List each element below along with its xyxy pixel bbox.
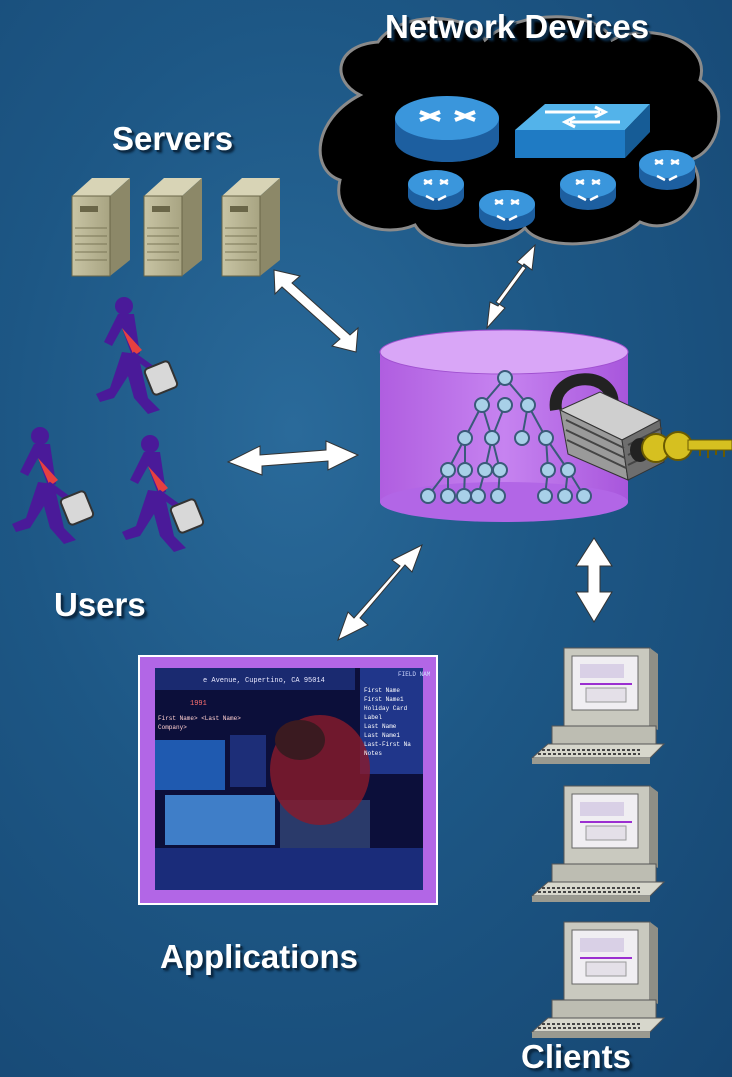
screen-field-0: First Name (364, 687, 400, 694)
screen-text-field-header: FIELD NAM (398, 671, 431, 678)
server-icon (221, 177, 281, 277)
screen-text-left1: 1991 (190, 700, 207, 708)
router-icon (477, 188, 537, 232)
applications-label: Applications (160, 938, 359, 975)
users-label: Users (54, 586, 146, 623)
screen-field-2: Holiday Card (364, 705, 408, 712)
user-figure-icon (12, 427, 94, 544)
server-icon (71, 177, 131, 277)
screen-field-7: Notes (364, 750, 382, 757)
screen-field-5: Last Name1 (364, 732, 400, 739)
arrow-servers-db (273, 269, 359, 353)
arrow-clients-db (575, 537, 613, 623)
router-large-icon (395, 96, 499, 162)
client-computer-icon (531, 785, 665, 903)
router-icon (637, 148, 697, 192)
router-icon (406, 168, 466, 212)
client-computer-icon (531, 921, 665, 1039)
screen-text-left3: Company> (158, 724, 187, 731)
router-icon (558, 168, 618, 212)
screen-field-6: Last-First Na (364, 741, 411, 748)
clients-label: Clients (521, 1038, 632, 1075)
switch-icon (515, 104, 650, 158)
arrow-users-db (226, 440, 360, 476)
tree-structure-icon (420, 370, 592, 504)
user-figure-icon (96, 297, 178, 414)
network-devices-label: Network Devices (385, 8, 650, 45)
screen-text-left2: First Name> <Last Name> (158, 715, 241, 722)
servers-label: Servers (112, 120, 234, 157)
arrow-apps-db (337, 543, 423, 642)
applications-picture: e Avenue, Cupertino, CA 95014 FIELD NAM … (138, 655, 438, 905)
user-figure-icon (122, 435, 204, 552)
screen-field-3: Label (364, 714, 382, 721)
arrow-network-db (486, 243, 536, 330)
screen-field-4: Last Name (364, 723, 397, 730)
key-icon (641, 431, 732, 463)
screen-text-line1: e Avenue, Cupertino, CA 95014 (203, 677, 325, 685)
screen-field-1: First Name1 (364, 696, 404, 703)
client-computer-icon (531, 647, 665, 765)
server-icon (143, 177, 203, 277)
